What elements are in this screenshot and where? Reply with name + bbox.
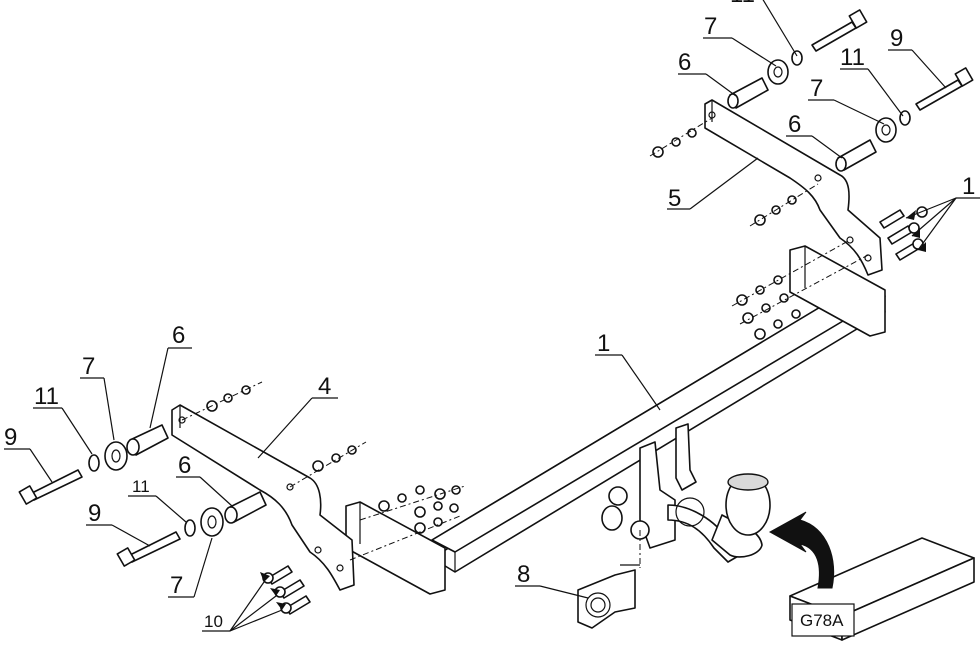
bolt-9-top	[811, 9, 868, 52]
label-7-right: 7	[810, 75, 823, 102]
nuts-beam-right	[731, 239, 871, 340]
label-9-right: 9	[890, 25, 903, 52]
label-7-bottom: 7	[170, 572, 183, 599]
beam-plate-left	[345, 501, 446, 595]
spacer-tube-6-top	[727, 77, 769, 109]
nuts-bracket4-top	[181, 381, 263, 421]
label-7-left: 7	[82, 353, 95, 380]
bolt-9-mid	[116, 531, 181, 567]
label-8: 8	[517, 561, 530, 588]
label-6-top: 6	[678, 49, 691, 76]
washer-7-left	[104, 441, 128, 471]
bolt-9-left	[18, 469, 83, 505]
nuts-bracket5-lower	[749, 183, 819, 227]
nuts-bracket4-mid	[289, 441, 367, 488]
washer-11-left	[88, 454, 100, 472]
washer-7-top	[767, 59, 789, 85]
nuts-beam-left	[349, 485, 466, 561]
ball-neck-assembly	[639, 423, 771, 563]
label-6-right: 6	[788, 111, 801, 138]
bolt-9-right	[915, 67, 974, 111]
label-6-left: 6	[172, 322, 185, 349]
label-7-top: 7	[704, 13, 717, 40]
label-10: 10	[204, 612, 223, 631]
label-11-right: 11	[840, 44, 865, 71]
washer-7-right	[875, 117, 897, 143]
insert-arrow	[768, 511, 835, 589]
nuts-upper-right	[649, 117, 713, 158]
label-1-right: 1	[962, 173, 975, 200]
spacer-tube-6-right	[835, 139, 877, 172]
socket-bracket-8	[577, 564, 640, 629]
label-11-top: 11	[730, 0, 755, 8]
side-bracket-4	[171, 404, 355, 591]
label-11-left: 11	[34, 383, 59, 410]
washer-7-mid	[200, 507, 224, 537]
label-11-mid: 11	[132, 477, 150, 496]
leader-lines	[4, 0, 980, 632]
beam-plate-right	[789, 245, 886, 337]
label-9-mid: 9	[88, 500, 101, 527]
spacer-tube-6-mid	[224, 491, 267, 524]
label-1-main: 1	[597, 330, 610, 357]
main-crossbeam	[431, 281, 886, 573]
bolts-1-right-group	[879, 206, 928, 261]
label-4: 4	[318, 373, 331, 400]
leader-arrowheads	[260, 210, 926, 610]
spacer-tube-6-left	[126, 424, 169, 456]
label-9-left: 9	[4, 424, 17, 451]
washer-11-top	[791, 50, 803, 66]
kit-label-plate	[791, 603, 855, 637]
bolts-10-group	[262, 565, 311, 615]
label-6-mid: 6	[178, 452, 191, 479]
label-5: 5	[668, 185, 681, 212]
kit-code-label: G78A	[800, 611, 844, 630]
washer-11-mid	[184, 519, 196, 537]
